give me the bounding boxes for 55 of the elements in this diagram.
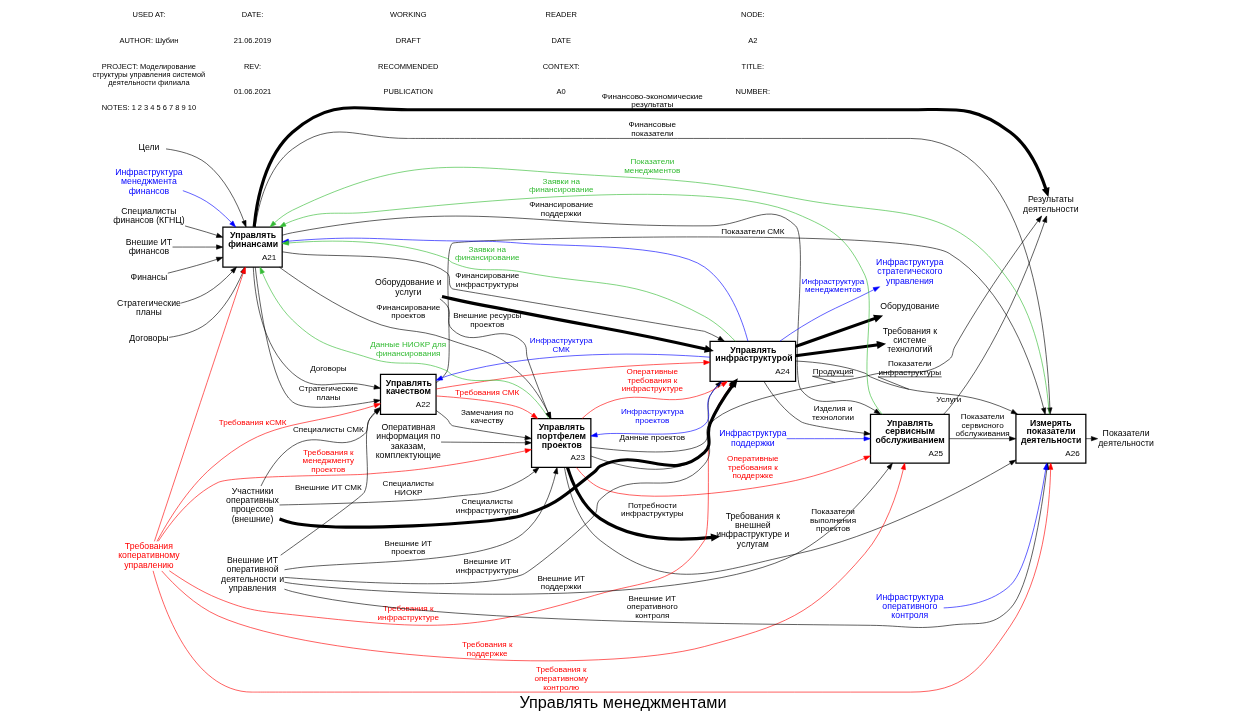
- arrow: [435, 236, 1047, 415]
- arrow: [279, 467, 540, 506]
- arrow: [763, 381, 871, 436]
- arrow: [779, 286, 880, 342]
- arrow: [435, 353, 711, 381]
- node-text: Цели: [138, 142, 160, 153]
- node-text: Оборудование и услуги: [374, 277, 442, 297]
- arrow: [943, 215, 1047, 415]
- arrow: [948, 436, 1017, 442]
- arrow: [564, 459, 1017, 575]
- arrow: [168, 266, 246, 338]
- node-text: Требования к внешней инфраструктуре и услугам: [716, 510, 790, 549]
- arrow: [252, 106, 1050, 228]
- node-text: Инфраструктура оперативного контроля: [876, 591, 944, 621]
- node-text: Оперативная информация по заказам, комплектующие: [375, 422, 441, 461]
- arrow: [590, 215, 1042, 470]
- node-text: Участники оперативных процессов (внешние): [226, 485, 279, 524]
- arrow: [154, 266, 246, 542]
- arrow: [435, 410, 532, 441]
- node-text: Стратегические планы: [116, 297, 181, 318]
- arrow: [1085, 436, 1098, 442]
- arrow: [435, 360, 711, 390]
- node-text: Договоры: [129, 333, 169, 344]
- arrow: [284, 462, 893, 595]
- arrow: [180, 266, 237, 304]
- arrow: [161, 462, 906, 662]
- node-text: Инфраструктура стратегического управления: [876, 256, 944, 286]
- node-text: Специалисты финансов (КГНЦ): [113, 206, 185, 226]
- node-text: Результаты деятельности: [1023, 194, 1079, 214]
- arrow: [576, 455, 871, 497]
- arrow: [440, 440, 532, 446]
- arrow: [436, 395, 538, 419]
- node-text: Инфраструктура менеджмента финансов: [115, 167, 183, 196]
- arrow: [795, 314, 884, 348]
- node-text: Финансы: [130, 271, 168, 282]
- arrow: [786, 436, 871, 442]
- diagram-title: Управлять менеджментами: [519, 692, 727, 711]
- node-text: Внешие ИТ финансов: [125, 236, 173, 257]
- node-text: Показатели деятельности: [1098, 428, 1154, 448]
- arrow: [184, 225, 224, 238]
- node-text: Инфраструктура поддержки: [719, 428, 787, 448]
- arrow: [795, 340, 887, 358]
- arrow: [157, 448, 532, 542]
- node-text: Требования коперативному управлению: [118, 540, 180, 570]
- arrow: [284, 467, 559, 571]
- arrow: [182, 190, 236, 228]
- arrow: [795, 360, 1018, 415]
- arrow: [566, 467, 721, 542]
- node-text: Внешние ИТ оперативной деятельности и управления: [221, 555, 284, 594]
- node-text: Оборудование: [880, 300, 940, 311]
- node-text: Требования к системе технологий: [882, 325, 937, 355]
- arrow: [441, 294, 714, 353]
- arrow: [165, 148, 247, 228]
- arrow: [167, 256, 224, 274]
- arrow: [172, 244, 224, 250]
